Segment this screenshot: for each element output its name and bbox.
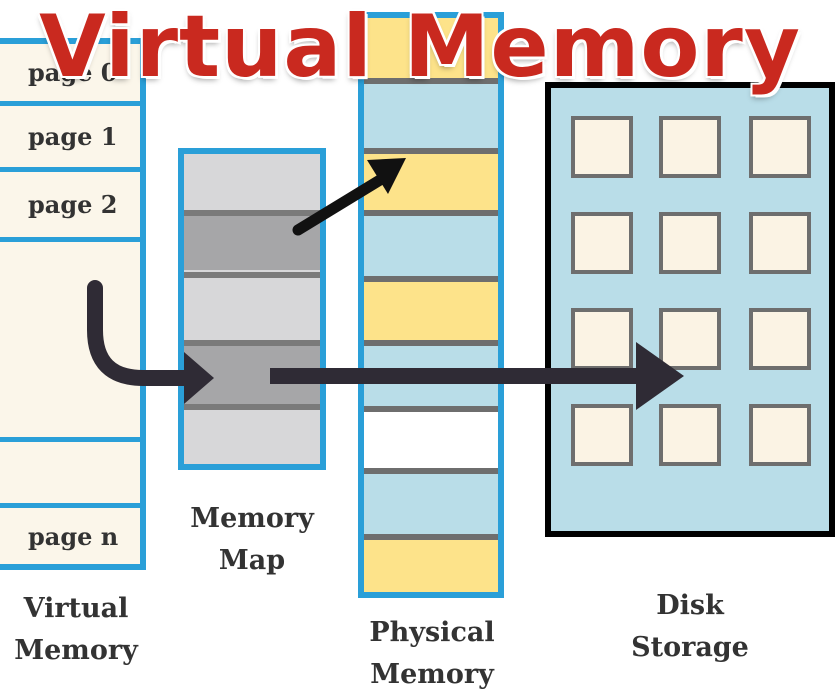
- physical-memory-divider: [364, 406, 498, 412]
- disk-block: [749, 116, 811, 178]
- vm-page-0: page 0: [0, 44, 140, 106]
- disk-storage-label: Disk Storage: [631, 590, 749, 663]
- memory-map-label: Memory Map: [190, 503, 314, 576]
- physical-frame-occupied: [364, 538, 498, 592]
- memory-map-divider: [184, 272, 320, 278]
- disk-block: [659, 116, 721, 178]
- vm-page-blank: [0, 442, 140, 508]
- memory-map-divider: [184, 210, 320, 216]
- memory-map-divider: [184, 404, 320, 410]
- physical-memory-divider: [364, 148, 498, 154]
- physical-memory-label: Physical Memory: [369, 617, 495, 690]
- physical-memory-divider: [364, 276, 498, 282]
- physical-memory-divider: [364, 534, 498, 540]
- disk-block: [749, 308, 811, 370]
- virtual-memory-column: page 0 page 1 page 2 page n: [0, 38, 146, 570]
- memory-map-divider: [184, 340, 320, 346]
- physical-memory-divider: [364, 210, 498, 216]
- disk-block: [659, 404, 721, 466]
- disk-storage-box: [545, 82, 835, 537]
- physical-frame-occupied: [364, 280, 498, 340]
- arrow-head-icon: [367, 158, 406, 194]
- vm-page-1: page 1: [0, 106, 140, 172]
- vm-to-map-arrow: [87, 280, 193, 386]
- vm-page-n: page n: [28, 521, 119, 551]
- map-to-physical-arrow: [292, 174, 386, 236]
- physical-memory-divider: [364, 468, 498, 474]
- disk-block: [571, 116, 633, 178]
- physical-memory-divider: [364, 78, 498, 84]
- arrow-head-icon: [184, 352, 214, 404]
- memory-map-column: [178, 148, 326, 470]
- memory-map-entry-active: [184, 210, 320, 270]
- arrow-head-icon: [636, 342, 684, 410]
- vm-page-2: page 2: [0, 172, 140, 242]
- disk-block: [571, 212, 633, 274]
- physical-memory-divider: [364, 340, 498, 346]
- physical-frame-occupied: [364, 18, 498, 78]
- disk-block: [749, 212, 811, 274]
- physical-frame-free: [364, 412, 498, 468]
- page-title: Virtual Memory: [39, 0, 801, 97]
- vm-page-large: [0, 242, 140, 442]
- virtual-memory-label: Virtual Memory: [14, 593, 138, 666]
- disk-block: [659, 212, 721, 274]
- disk-block: [571, 404, 633, 466]
- disk-block: [659, 308, 721, 370]
- disk-block: [571, 308, 633, 370]
- physical-memory-column: [358, 12, 504, 598]
- disk-block: [749, 404, 811, 466]
